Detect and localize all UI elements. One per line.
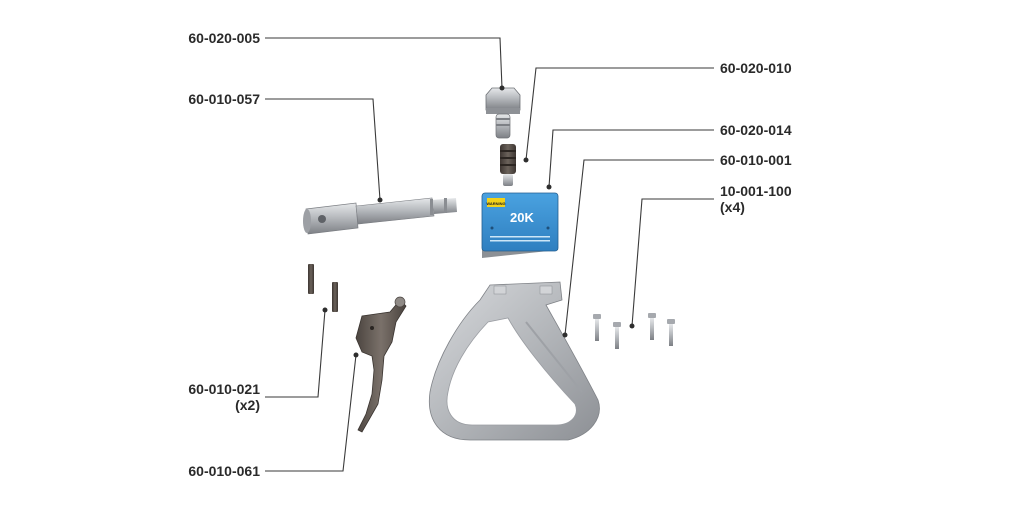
part-quantity: (x2) (235, 397, 260, 413)
leader-line (548, 129, 714, 188)
handle-frame-part (428, 281, 600, 441)
part-quantity: (x4) (720, 199, 745, 215)
part-label-60-010-001: 60-010-001 (720, 152, 792, 168)
part-number: 60-020-005 (188, 30, 260, 46)
valve-cartridge-part (500, 144, 516, 186)
leader-dot (377, 197, 383, 203)
part-label-60-020-010: 60-020-010 (720, 60, 792, 76)
pump-model-label: 20K (510, 210, 534, 225)
part-label-60-020-005: 60-020-005 (188, 30, 260, 46)
part-number: 60-020-010 (720, 60, 792, 76)
part-label-60-020-014: 60-020-014 (720, 122, 792, 138)
trigger-part (355, 296, 407, 433)
screw (648, 313, 656, 340)
pins-part (308, 264, 338, 312)
part-label-60-010-021: 60-010-021 (x2) (188, 381, 260, 413)
warning-sticker-text: WARNING (486, 201, 505, 206)
leader-dot (546, 184, 552, 190)
leader-dot (562, 332, 568, 338)
screws-part (593, 313, 675, 349)
part-label-60-010-061: 60-010-061 (188, 463, 260, 479)
pump-block-part: WARNING 20K (481, 192, 559, 258)
screw (667, 319, 675, 346)
leader-dot (322, 307, 328, 313)
part-number: 10-001-100 (720, 183, 792, 199)
part-number: 60-010-001 (720, 152, 792, 168)
pin (308, 264, 314, 294)
part-number: 60-010-021 (188, 381, 260, 397)
leader-dot (353, 352, 359, 358)
leader-line (265, 37, 503, 89)
leader-lines (265, 37, 714, 472)
plunger-tube-part (303, 197, 457, 235)
leader-line (564, 159, 714, 336)
part-label-60-010-057: 60-010-057 (188, 91, 260, 107)
leader-line (631, 198, 714, 327)
leader-line (525, 67, 714, 161)
leader-line (265, 309, 326, 398)
leader-line (265, 354, 357, 472)
leader-dot (523, 157, 529, 163)
cap-nut-part (485, 87, 521, 139)
part-label-10-001-100: 10-001-100 (x4) (720, 183, 792, 215)
pin (332, 282, 338, 312)
leader-dot (629, 323, 635, 329)
screw (613, 322, 621, 349)
leader-dot (499, 85, 505, 91)
part-number: 60-010-057 (188, 91, 260, 107)
part-number: 60-020-014 (720, 122, 792, 138)
screw (593, 314, 601, 341)
leader-line (265, 98, 381, 201)
part-number: 60-010-061 (188, 463, 260, 479)
